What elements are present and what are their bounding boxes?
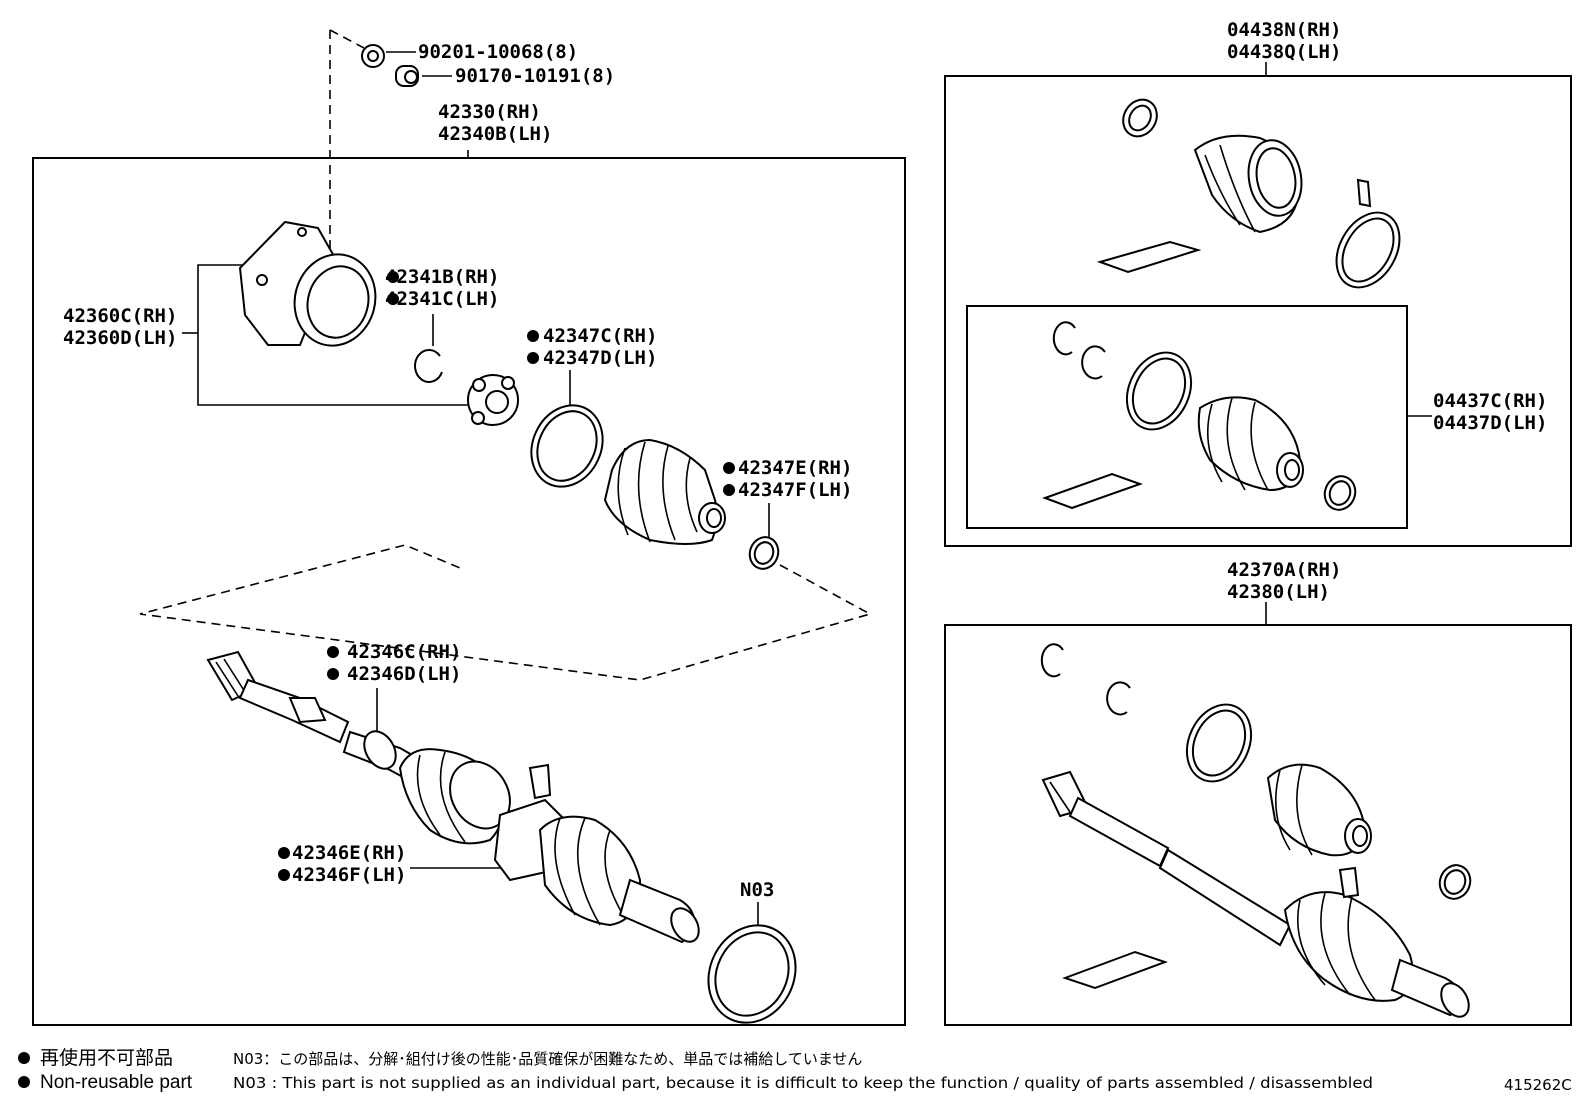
illustration-id: 415262C (1504, 1076, 1572, 1094)
kit-outer-parts-icon (1096, 98, 1401, 289)
assy-rh-label: 42370A(RH) (1227, 559, 1341, 581)
washer-icon (395, 65, 419, 87)
small-clamp-icon (748, 536, 780, 570)
outer-boot-lh-label: 42346F(LH) (292, 864, 406, 886)
outer-boot-kit-box (944, 75, 1572, 547)
small-clamp-rh-label: 42347E(RH) (738, 457, 852, 479)
large-clamp-icon (530, 404, 604, 488)
inner-boot-kit-box (966, 305, 1408, 529)
clamp-callout[interactable]: 42347C(RH) 42347D(LH) (527, 325, 657, 369)
shaft-lh-label: 42340B(LH) (438, 123, 552, 145)
legend-non-reusable-en: Non-reusable part (40, 1072, 193, 1093)
clamp-lh-label: 42347D(LH) (543, 347, 657, 369)
snap-ring-icon (414, 349, 443, 383)
legend-n03-jp: N03：この部品は、分解･組付け後の性能･品質確保が困難なため、単品では補給して… (233, 1050, 862, 1068)
tripod-joint-icon (467, 374, 519, 426)
nut-label: 90201-10068(8) (418, 41, 578, 63)
boot-rh-label: 42346C(RH) (347, 641, 461, 663)
boot-lh-label: 42346D(LH) (347, 663, 461, 685)
kit-inner-parts-icon (1042, 321, 1357, 511)
outer-boot-rh-label: 42346E(RH) (292, 842, 406, 864)
boot-callout[interactable]: 42346C(RH) 42346D(LH) (327, 641, 461, 685)
snap-ring-callout[interactable]: 42341B(RH) 42341C(LH) (385, 266, 499, 310)
shaft-rh-label: 42330(RH) (438, 101, 541, 123)
n03-ring-icon (707, 924, 797, 1024)
snap-ring-rh-label: 42341B(RH) (385, 266, 499, 288)
kit-outer-rh-label: 04438N(RH) (1227, 19, 1341, 41)
assy-lh-label: 42380(LH) (1227, 581, 1330, 603)
shaft-assembly-icon (1040, 643, 1472, 1018)
housing-lh-label: 42360D(LH) (63, 327, 177, 349)
small-clamp-callout[interactable]: 42347E(RH) 42347F(LH) (723, 457, 852, 501)
nut-icon (361, 44, 385, 68)
legend-n03-en: N03 : This part is not supplied as an in… (233, 1074, 1373, 1092)
washer-callout[interactable]: 90170-10191(8) (395, 65, 615, 87)
kit-outer-lh-label: 04438Q(LH) (1227, 41, 1341, 63)
kit-inner-lh-label: 04437D(LH) (1433, 412, 1547, 434)
clamp-rh-label: 42347C(RH) (543, 325, 657, 347)
inner-boot-icon (603, 438, 726, 545)
outer-boot-callout[interactable]: 42346E(RH) 42346F(LH) (278, 842, 406, 886)
n03-label: N03 (740, 879, 774, 901)
washer-label: 90170-10191(8) (455, 65, 615, 87)
legend-non-reusable-jp: 再使用不可部品 (40, 1047, 173, 1069)
snap-ring-lh-label: 42341C(LH) (385, 288, 499, 310)
kit-inner-rh-label: 04437C(RH) (1433, 390, 1547, 412)
housing-rh-label: 42360C(RH) (63, 305, 177, 327)
shaft-assembly-box (944, 624, 1572, 1026)
small-clamp-lh-label: 42347F(LH) (738, 479, 852, 501)
drive-shaft-box (32, 157, 906, 1026)
outer-housing-icon (238, 220, 377, 347)
nut-callout[interactable]: 90201-10068(8) (361, 41, 578, 68)
drive-shaft-icon (206, 650, 700, 944)
